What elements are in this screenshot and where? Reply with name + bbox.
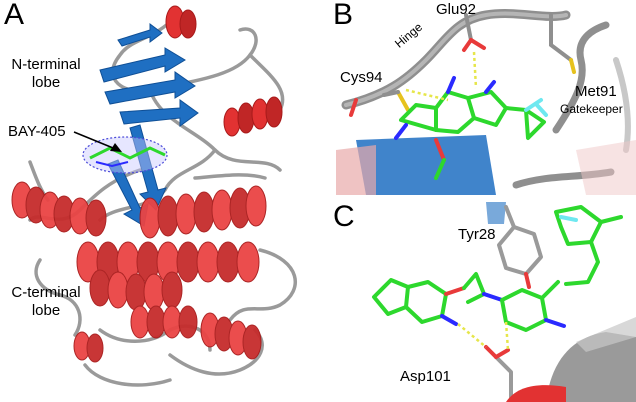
panel-a-letter: A <box>4 0 25 31</box>
cys94-label: Cys94 <box>340 69 383 86</box>
panel-a-structure <box>11 5 297 387</box>
n-terminal-line-1: N-terminal <box>11 56 81 73</box>
tyr28-label: Tyr28 <box>458 226 496 243</box>
panel-b-letter: B <box>333 0 354 31</box>
panel-b-structure <box>336 9 636 195</box>
c-terminal-lobe-label: C-terminal lobe <box>6 284 86 320</box>
glu92-label: Glu92 <box>436 1 477 18</box>
panel-c-structure <box>372 202 636 402</box>
n-terminal-line-2: lobe <box>31 74 61 91</box>
n-terminal-lobe-label: N-terminal lobe <box>6 56 86 92</box>
gatekeeper-label: Gatekeeper <box>560 102 623 116</box>
ligand-arrow <box>73 131 122 152</box>
panel-c-letter: C <box>333 200 355 233</box>
ligand-density-mesh <box>82 136 168 174</box>
asp101-label: Asp101 <box>400 368 451 385</box>
bay-405-label: BAY-405 <box>8 123 66 140</box>
c-terminal-line-1: C-terminal <box>11 284 81 301</box>
c-terminal-line-2: lobe <box>31 302 61 319</box>
met91-label: Met91 <box>575 83 617 100</box>
